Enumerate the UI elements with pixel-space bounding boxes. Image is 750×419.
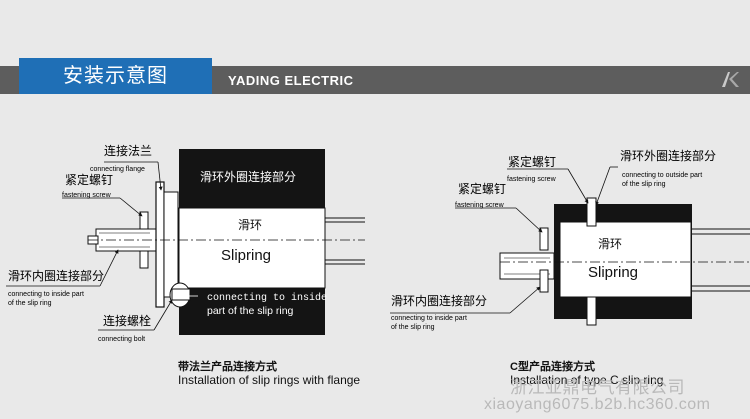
flange-label: 连接法兰 [104, 143, 152, 158]
c-inner-label-en-1: connecting to inside part [391, 315, 467, 322]
brand-logo-icon [722, 72, 739, 87]
inside-note-2: part of the slip ring [207, 305, 294, 317]
c-inner-label: 滑环内圈连接部分 [391, 293, 487, 308]
inner-label-en-1: connecting to inside part [8, 291, 84, 298]
c-slipring-label-en: Slipring [588, 264, 638, 281]
bolt-label-en: connecting bolt [98, 336, 145, 343]
c-outer-label-en-1: connecting to outside part [622, 172, 702, 179]
page-title: 安装示意图 [63, 65, 168, 87]
c-screw2-label-en: fastening screw [455, 202, 505, 209]
inner-label-en-2: of the slip ring [8, 300, 52, 307]
slipring-label-en: Slipring [221, 247, 271, 264]
c-screw2-label: 紧定螺钉 [458, 181, 506, 196]
type-c-caption-cn: C型产品连接方式 [510, 361, 595, 373]
screw-label-en: fastening screw [62, 192, 112, 199]
inner-label: 滑环内圈连接部分 [8, 268, 104, 283]
brand-name: YADING ELECTRIC [228, 73, 354, 88]
flange-caption-en: Installation of slip rings with flange [178, 373, 361, 387]
bolt-label: 连接螺栓 [103, 313, 151, 328]
type-c-diagram: 紧定螺钉 fastening screw 紧定螺钉 fastening scre… [390, 148, 750, 331]
c-screw-label-en: fastening screw [507, 176, 557, 183]
watermark-url: xiaoyang6075.b2b.hc360.com [484, 396, 711, 413]
c-screw-label: 紧定螺钉 [508, 154, 556, 169]
type-c-caption-en: Installation of type C slip ring [510, 373, 664, 387]
flange-diagram: 连接法兰 connecting flange 紧定螺钉 fastening sc… [6, 143, 365, 343]
inside-note-1: connecting to inside [207, 292, 327, 304]
c-slipring-label-cn: 滑环 [598, 237, 622, 251]
c-outer-label: 滑环外圈连接部分 [620, 148, 716, 163]
header-tab [19, 58, 212, 94]
watermark-company: 浙江亚鼎电气有限公司 [510, 378, 685, 397]
flange-caption-cn: 带法兰产品连接方式 [178, 361, 277, 373]
c-outer-label-en-2: of the slip ring [622, 181, 666, 188]
screw-label: 紧定螺钉 [65, 172, 113, 187]
outer-label: 滑环外圈连接部分 [200, 169, 296, 184]
slipring-label-cn: 滑环 [238, 218, 262, 232]
flange-label-en: connecting flange [90, 166, 145, 173]
c-inner-label-en-2: of the slip ring [391, 324, 435, 331]
